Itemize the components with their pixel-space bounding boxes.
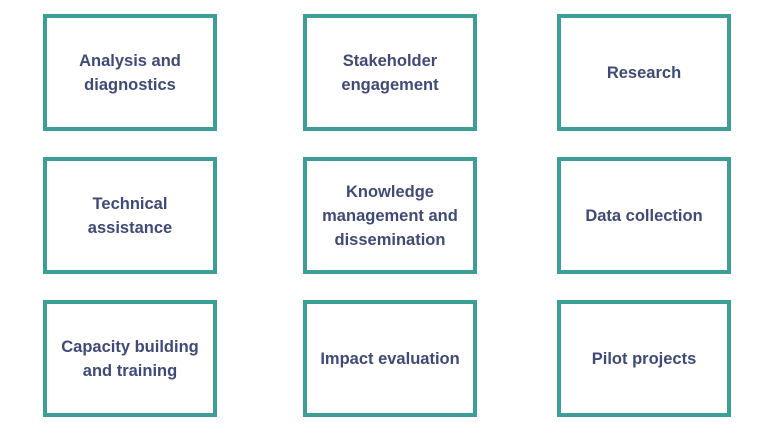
box-impact-evaluation: Impact evaluation [303, 300, 477, 417]
box-label: Knowledge management and dissemination [322, 182, 458, 249]
box-technical-assistance: Technical assistance [43, 157, 217, 274]
box-knowledge-management: Knowledge management and dissemination [303, 157, 477, 274]
box-label: Capacity building and training [61, 337, 199, 380]
box-label: Stakeholder engagement [341, 51, 439, 94]
box-label: Data collection [585, 206, 703, 225]
box-stakeholder-engagement: Stakeholder engagement [303, 14, 477, 131]
box-capacity-building: Capacity building and training [43, 300, 217, 417]
box-label: Pilot projects [591, 349, 697, 368]
box-label: Impact evaluation [320, 349, 460, 368]
box-analysis-and-diagnostics: Analysis and diagnostics [43, 14, 217, 131]
box-research: Research [557, 14, 731, 131]
box-label: Analysis and diagnostics [79, 51, 181, 94]
box-pilot-projects: Pilot projects [557, 300, 731, 417]
box-data-collection: Data collection [557, 157, 731, 274]
box-label: Research [606, 63, 682, 82]
box-label: Technical assistance [87, 194, 173, 237]
